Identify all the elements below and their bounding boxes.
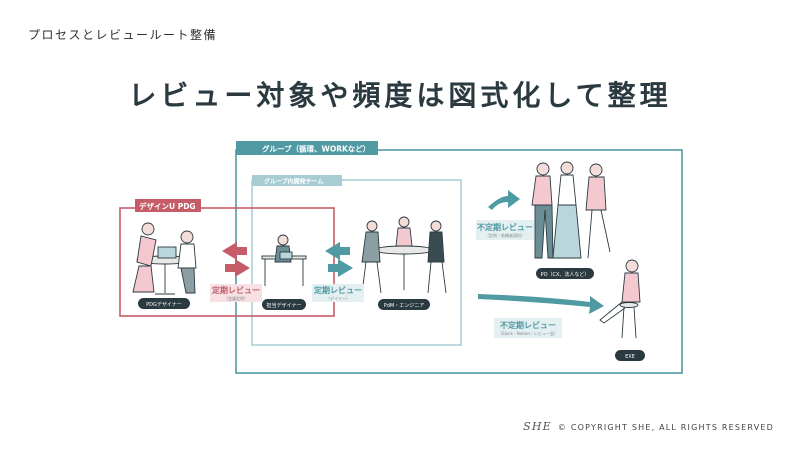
pdg-label: デザインU PDG bbox=[139, 201, 196, 211]
po-label: PO（CX、法人など） bbox=[541, 271, 590, 278]
outer-group-tab bbox=[236, 141, 378, 155]
review-4-sub: （Slack・Notion・レビュー会） bbox=[498, 330, 558, 336]
review-2-sub: （デイリー） bbox=[326, 295, 350, 301]
exe-label: EXE bbox=[625, 354, 635, 360]
page-title: レビュー対象や頻度は図式化して整理 bbox=[128, 79, 672, 112]
pdm-engineer-pill bbox=[378, 299, 430, 310]
review-3-sub: （定例・依頼者個別） bbox=[485, 232, 525, 238]
pdg-designer-pill bbox=[138, 298, 190, 309]
review-4-title: 不定期レビュー bbox=[500, 320, 556, 330]
arrow-to-po bbox=[488, 190, 520, 210]
she-logo: SHE bbox=[523, 420, 552, 433]
footer: SHE © COPYRIGHT SHE, ALL RIGHTS RESERVED bbox=[523, 420, 774, 433]
po-pill bbox=[536, 268, 594, 279]
pdm-engineer-label: PdM・エンジニア bbox=[384, 303, 425, 309]
pink-cycle-arrows bbox=[222, 242, 250, 277]
pdg-designer-label: PDGデザイナー bbox=[146, 301, 182, 308]
review-3-title: 不定期レビュー bbox=[477, 222, 533, 232]
review-1-title: 定期レビュー bbox=[211, 285, 260, 295]
breadcrumb: プロセスとレビュールート整備 bbox=[28, 28, 218, 42]
review-box-1 bbox=[210, 284, 262, 302]
team-designer-illustration bbox=[261, 234, 307, 286]
inner-team-tab bbox=[252, 175, 342, 186]
review-box-3 bbox=[476, 220, 534, 240]
teal-cycle-arrows bbox=[325, 242, 353, 277]
review-box-4 bbox=[494, 318, 562, 338]
pdg-box bbox=[119, 207, 335, 317]
team-designer-label: 担当デザイナー bbox=[267, 302, 302, 309]
review-1-sub: （会議定例） bbox=[224, 295, 248, 301]
pdg-designers-illustration bbox=[132, 222, 197, 295]
review-box-2 bbox=[312, 284, 364, 302]
pdg-tab bbox=[135, 199, 201, 212]
team-designer-pill bbox=[262, 299, 306, 310]
copyright-text: © COPYRIGHT SHE, ALL RIGHTS RESERVED bbox=[557, 423, 774, 432]
inner-team-label: グループ内開発チーム bbox=[264, 178, 323, 186]
exe-pill bbox=[615, 350, 645, 361]
arrow-to-exe bbox=[478, 294, 604, 314]
inner-team-box bbox=[251, 179, 462, 346]
pdm-engineers-illustration bbox=[361, 216, 447, 294]
exe-illustration bbox=[599, 259, 641, 339]
po-group-illustration bbox=[531, 161, 611, 259]
review-2-title: 定期レビュー bbox=[313, 285, 362, 295]
outer-group-label: グループ（循環、WORKなど） bbox=[262, 144, 370, 154]
